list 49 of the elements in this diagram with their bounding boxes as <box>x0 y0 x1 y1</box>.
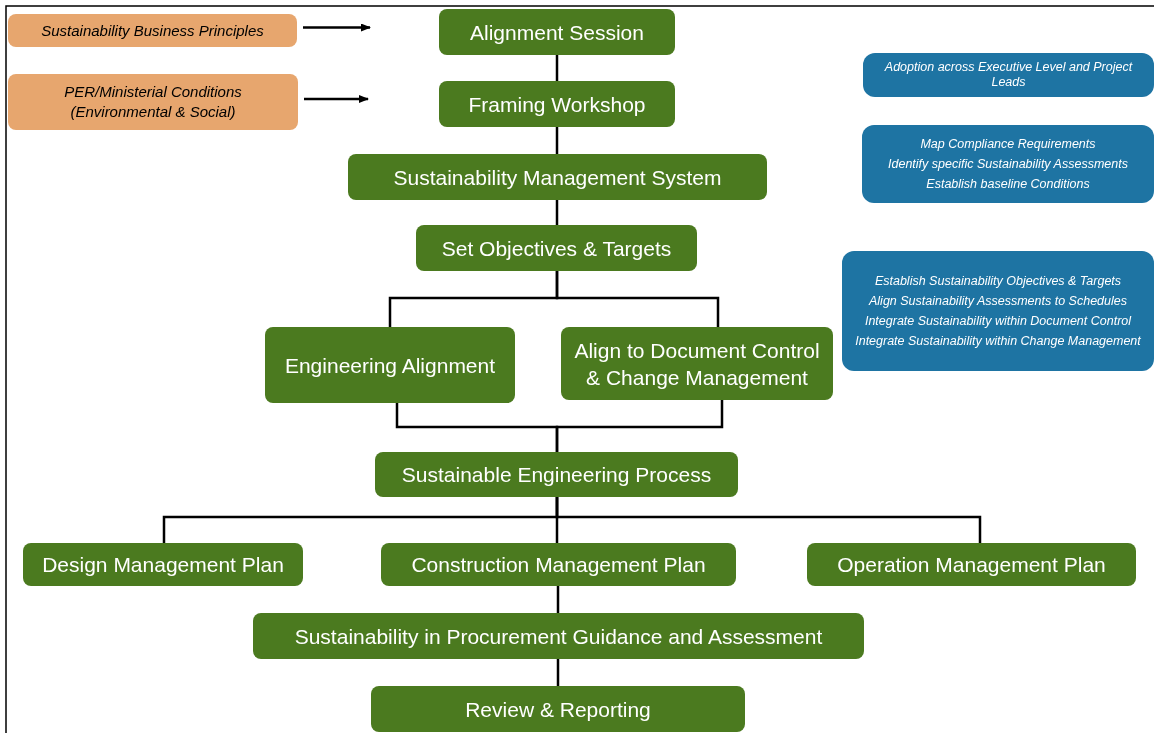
box-text: PER/Ministerial Conditions (Environmental & Social) <box>63 82 243 122</box>
input-box <box>8 14 297 47</box>
connector-line <box>556 659 560 686</box>
box-text: Construction Management Plan <box>411 552 706 578</box>
process-box <box>375 452 738 497</box>
box-text: Establish Sustainability Objectives & Targets <box>874 273 1122 289</box>
box-text: Establish baseline Conditions <box>926 176 1090 192</box>
box-text: Integrate Sustainability within Document Control <box>864 313 1132 329</box>
connector-line <box>555 200 559 225</box>
process-box <box>381 543 736 586</box>
box-text: Framing Workshop <box>468 91 646 118</box>
process-box <box>439 81 675 127</box>
note-box <box>863 53 1154 97</box>
connector-line <box>555 400 724 452</box>
process-box <box>348 154 767 200</box>
arrow <box>303 23 371 32</box>
process-box <box>253 613 864 659</box>
box-text: Align Sustainability Assessments to Schedules <box>869 293 1127 309</box>
note-box <box>862 125 1154 203</box>
box-text: Sustainability Business Principles <box>41 20 264 41</box>
box-text: Sustainability Management System <box>393 164 722 191</box>
box-text: Adoption across Executive Level and Project Leads <box>883 60 1134 90</box>
process-box <box>561 327 833 400</box>
box-text: Alignment Session <box>470 19 644 46</box>
box-text: Sustainable Engineering Process <box>401 462 712 488</box>
box-text: Align to Document Control & Change Management <box>573 337 821 391</box>
process-box <box>439 9 675 55</box>
connector-line <box>555 55 559 81</box>
box-text: Map Compliance Requirements <box>920 136 1096 152</box>
box-text: Set Objectives & Targets <box>441 235 672 262</box>
connector-line <box>555 271 720 327</box>
process-box <box>807 543 1136 586</box>
connector-line <box>555 497 982 543</box>
box-text: Sustainability in Procurement Guidance and Assessment <box>294 623 823 650</box>
box-text: Design Management Plan <box>42 552 284 578</box>
process-box <box>23 543 303 586</box>
box-text: Engineering Alignment <box>284 352 496 379</box>
arrow <box>304 95 369 103</box>
box-text: Operation Management Plan <box>837 552 1106 578</box>
process-box <box>371 686 745 732</box>
box-text: Identify specific Sustainability Assessments <box>888 156 1128 172</box>
connector-line <box>556 586 560 613</box>
process-box <box>265 327 515 403</box>
note-box <box>842 251 1154 371</box>
box-text: Integrate Sustainability within Change Management <box>855 333 1141 349</box>
box-text: Review & Reporting <box>465 696 651 723</box>
input-box <box>8 74 298 130</box>
process-box <box>416 225 697 271</box>
connector-line <box>555 127 559 154</box>
